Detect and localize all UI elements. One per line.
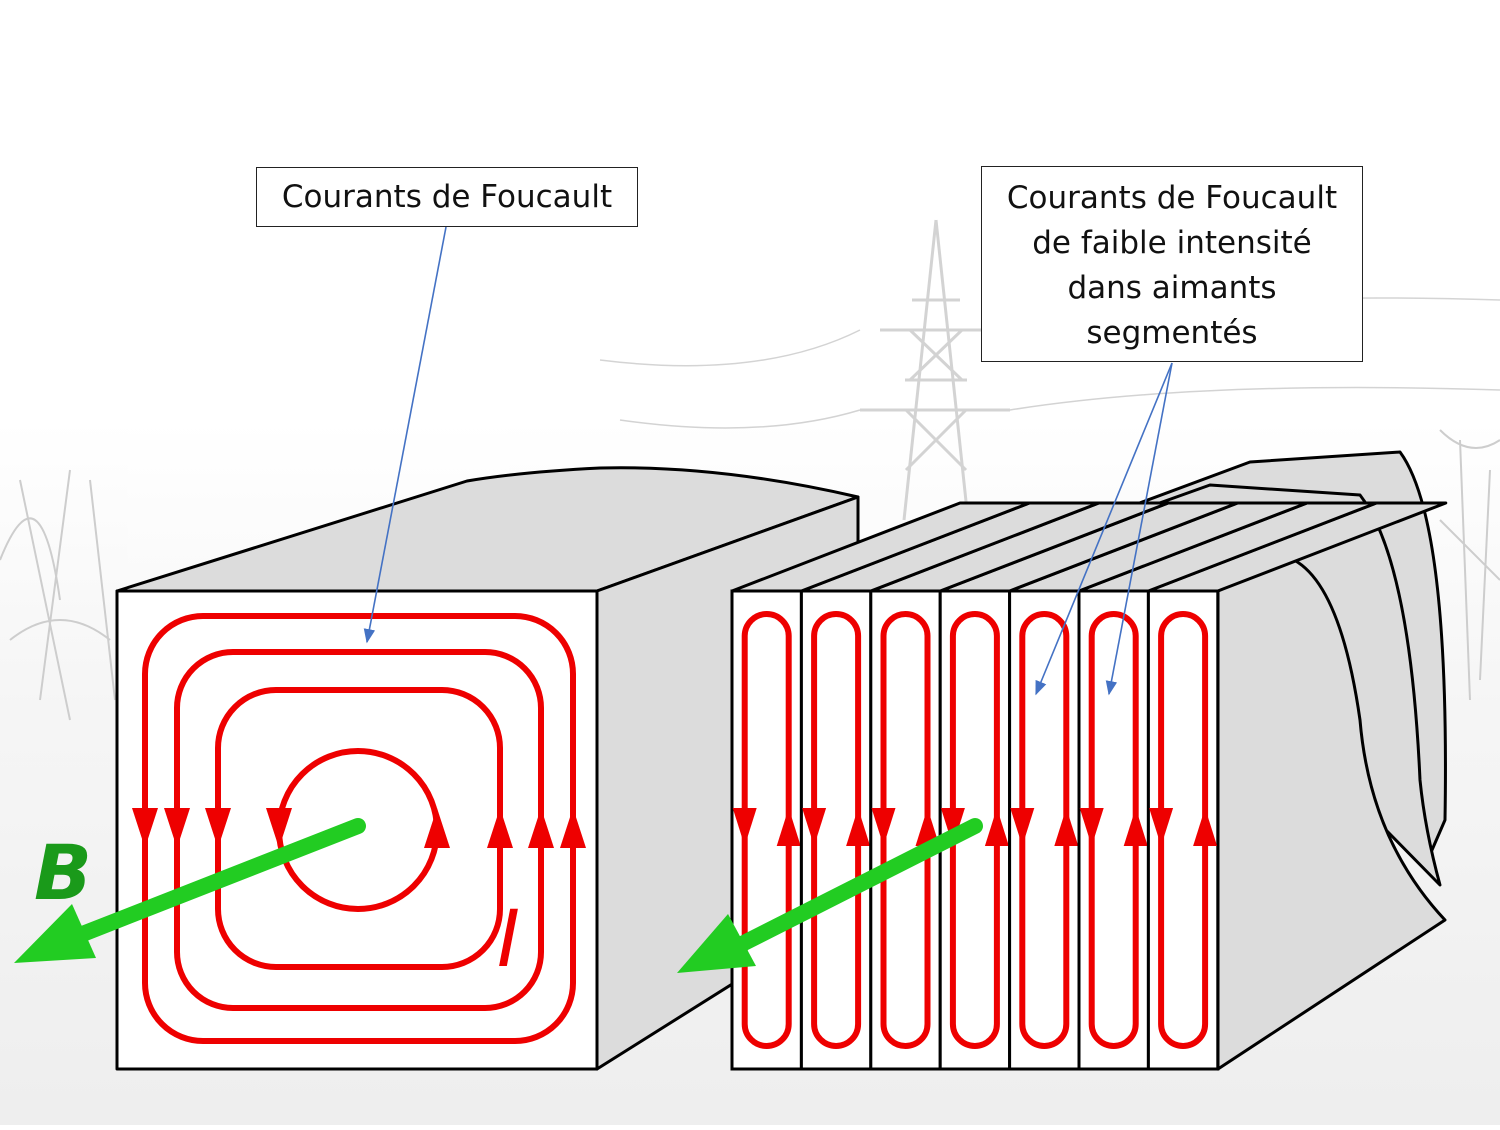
magnetic-field-vector-right xyxy=(677,818,983,973)
current-arrow-up xyxy=(487,808,513,848)
segment-arrow-down xyxy=(802,808,827,846)
segment-arrow-up xyxy=(1123,808,1148,846)
callout-line: de faible intensité xyxy=(1032,225,1312,261)
current-symbol-label: I xyxy=(497,895,521,985)
magnetic-field-vector-left xyxy=(14,818,366,963)
callout-line: segmentés xyxy=(1086,315,1258,351)
magnet-segment xyxy=(1077,589,1150,1071)
current-arrow-down xyxy=(132,808,158,848)
solid-block-top-face xyxy=(115,466,860,593)
segment-arrow-down xyxy=(1149,808,1174,846)
magnet-segment xyxy=(730,589,803,1071)
segment-arrow-down xyxy=(940,808,965,846)
magnet-segment xyxy=(1008,589,1081,1071)
segmented-magnet-block xyxy=(730,501,1448,1071)
segment-layer-front xyxy=(1216,556,1447,1071)
segment-arrow-down xyxy=(732,808,757,846)
magnet-segment xyxy=(869,589,942,1071)
callout-line: Courants de Foucault xyxy=(1006,180,1338,216)
segment-arrow-down xyxy=(1079,808,1104,846)
magnet-segment xyxy=(1146,589,1220,1071)
current-arrow-up xyxy=(528,808,554,848)
callout-segmented-eddy-currents: Courants de Foucault de faible intensité… xyxy=(981,166,1363,362)
segment-arrow-down xyxy=(871,808,896,846)
current-arrow-down xyxy=(266,808,292,848)
segment-arrow-up xyxy=(776,808,801,846)
current-arrow-up xyxy=(424,808,450,848)
callout-leaders xyxy=(363,226,1173,696)
solid-block-current-arrows xyxy=(132,808,586,848)
callout-line: dans aimants xyxy=(1067,270,1277,306)
callout-eddy-currents: Courants de Foucault xyxy=(256,167,638,227)
segment-arrow-up xyxy=(915,808,940,846)
segment-arrow-up xyxy=(846,808,871,846)
segment-arrow-up xyxy=(1054,808,1079,846)
current-arrow-up xyxy=(560,808,586,848)
field-symbol-label: B xyxy=(34,828,92,917)
snowy-trees xyxy=(0,429,1500,721)
magnet-segment xyxy=(799,589,873,1071)
segment-arrow-down xyxy=(1010,808,1035,846)
leader-segment-a xyxy=(1035,362,1173,696)
segment-arrow-up xyxy=(984,808,1009,846)
leader-solid-block xyxy=(363,226,447,644)
current-arrow-down xyxy=(205,808,231,848)
leader-segment-b xyxy=(1105,362,1173,696)
segment-arrow-up xyxy=(1193,808,1218,846)
current-arrow-down xyxy=(164,808,190,848)
pylon-illustration xyxy=(599,219,1500,521)
